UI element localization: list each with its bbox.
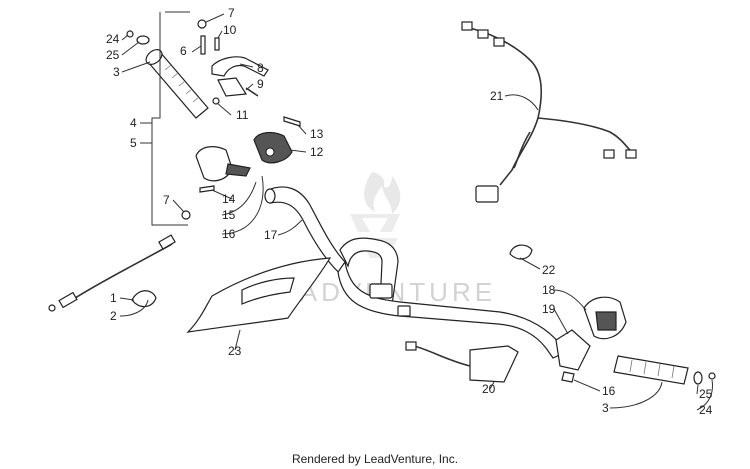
- callout-7-bottom: 7: [163, 193, 170, 207]
- callout-25-left: 25: [106, 48, 120, 62]
- throttle-housing: [583, 296, 627, 340]
- callout-labels: 24 25 3 7 10 6 8 9 11 4 5 13 12 7 14 15 …: [106, 6, 713, 417]
- housing-screw: [199, 185, 215, 193]
- throttle-bracket: [555, 329, 591, 371]
- callout-1: 1: [110, 291, 117, 305]
- left-switch-housing: [253, 131, 293, 164]
- callout-8: 8: [257, 61, 264, 75]
- callout-14: 14: [222, 192, 236, 206]
- callout-22: 22: [542, 263, 556, 277]
- callout-6: 6: [180, 44, 187, 58]
- brake-assembly-bracket: [151, 11, 190, 226]
- callout-4: 4: [130, 116, 137, 130]
- callout-9: 9: [257, 77, 264, 91]
- throttle-cable: [48, 234, 176, 312]
- handlebar-grip-left: [145, 49, 209, 119]
- brake-switch: [217, 77, 259, 97]
- pin: [214, 37, 220, 51]
- nut: [212, 97, 220, 105]
- callout-20: 20: [482, 382, 496, 396]
- callout-23: 23: [228, 344, 242, 358]
- callout-24-left: 24: [106, 32, 120, 46]
- grip-end-plug-right: [708, 372, 716, 380]
- callout-2: 2: [110, 309, 117, 323]
- leader-lines: [119, 13, 713, 411]
- bolt: [200, 35, 206, 55]
- callout-21: 21: [490, 89, 504, 103]
- callout-13: 13: [310, 127, 324, 141]
- handlebar-grip-right: [613, 355, 689, 385]
- handlebar: [264, 186, 567, 359]
- housing-screw-right: [561, 371, 575, 383]
- screw-top: [197, 19, 207, 29]
- wiring-harness: [461, 21, 637, 203]
- cable-clamp: [131, 290, 157, 308]
- callout-25-right: 25: [699, 387, 713, 401]
- screw-bottom: [181, 210, 191, 220]
- clamp-ring: [509, 244, 533, 260]
- grip-end-washer-left: [136, 35, 150, 45]
- grip-end-plug-left: [126, 30, 134, 38]
- callout-24-right: 24: [699, 403, 713, 417]
- callout-15: 15: [222, 208, 236, 222]
- callout-7-top: 7: [228, 6, 235, 20]
- rendered-by-footer: Rendered by LeadVenture, Inc.: [291, 452, 459, 466]
- callout-5: 5: [130, 136, 137, 150]
- handlebar-pad: [186, 257, 332, 333]
- callout-17: 17: [264, 228, 278, 242]
- callout-11: 11: [236, 108, 249, 122]
- switch-clip: [283, 116, 301, 127]
- callout-3-right: 3: [602, 401, 609, 415]
- callout-12: 12: [310, 145, 324, 159]
- callout-3-left: 3: [113, 65, 120, 79]
- heater-element: [405, 341, 519, 383]
- brake-lever: [211, 56, 269, 77]
- callout-18: 18: [542, 283, 556, 297]
- lever-housing: [195, 146, 251, 182]
- callout-16-right: 16: [602, 384, 616, 398]
- grip-end-washer-right: [693, 371, 703, 385]
- callout-16-left: 16: [222, 227, 236, 241]
- callout-19: 19: [542, 302, 556, 316]
- callout-10: 10: [223, 23, 237, 37]
